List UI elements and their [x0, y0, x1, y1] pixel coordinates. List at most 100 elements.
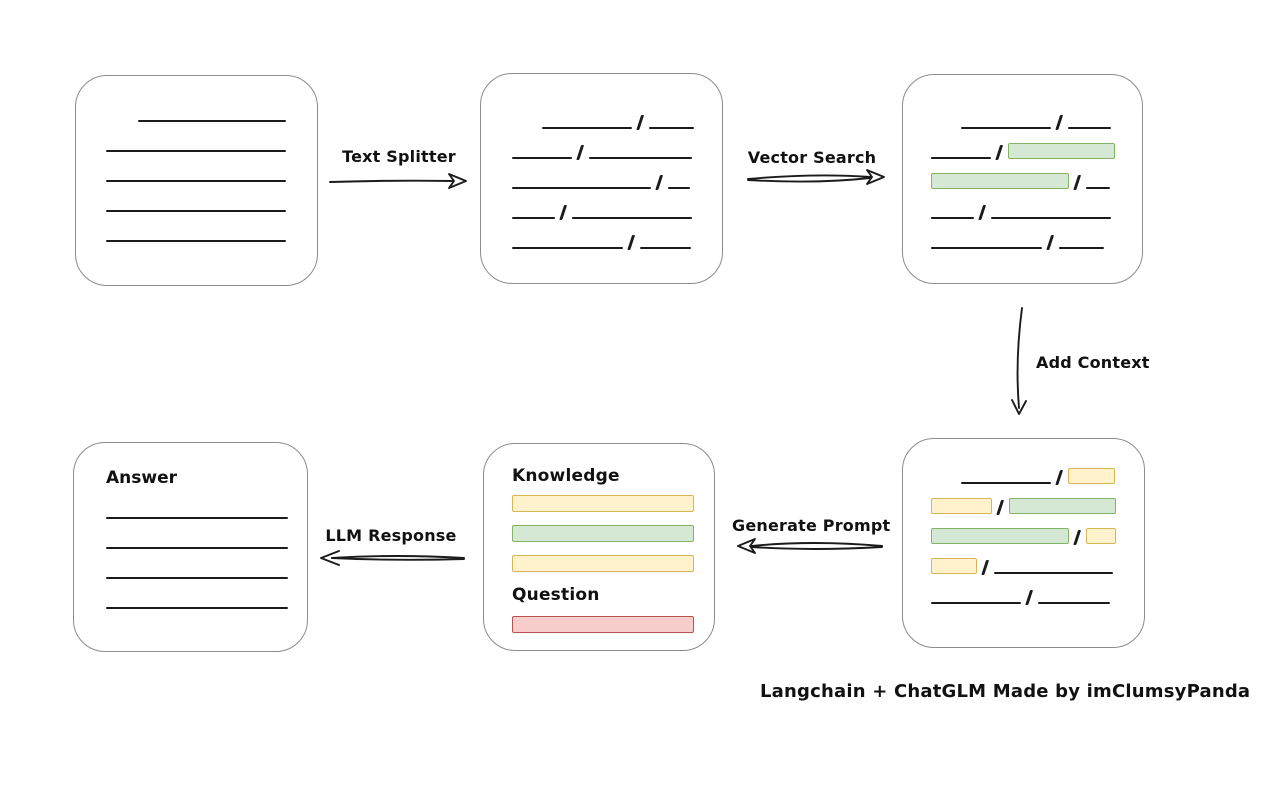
text-line [106, 150, 286, 152]
slash-separator [1055, 115, 1063, 130]
green-chunk [1007, 143, 1115, 159]
text-line-segment [588, 157, 692, 159]
text-line-segment [542, 127, 632, 129]
node-split-chunks [480, 73, 723, 284]
yellow-bar [512, 495, 694, 512]
answer-lines [106, 517, 288, 637]
text-line-segment [931, 157, 991, 159]
yellow-chunk [931, 498, 992, 514]
llm-response-label: LLM Response [325, 526, 457, 545]
text-line-segment [961, 127, 1051, 129]
chunk-row [931, 514, 1116, 545]
chunk-row [931, 574, 1115, 605]
question-label: Question [512, 585, 600, 605]
slash-separator [1073, 175, 1081, 190]
slash-separator [1025, 590, 1033, 605]
chunk-row [931, 189, 1115, 220]
text-line-segment [512, 187, 651, 189]
chunk-row [931, 544, 1115, 575]
chunk-row [931, 129, 1115, 160]
text-line-segment [667, 187, 690, 189]
llm-response-arrow [320, 550, 465, 566]
text-line-segment [931, 217, 974, 219]
vector-search-label: Vector Search [747, 148, 877, 167]
slash-separator [978, 205, 986, 220]
text-line-segment [961, 482, 1052, 484]
credit-caption: Langchain + ChatGLM Made by imClumsyPand… [760, 681, 1251, 702]
chunk-row [931, 484, 1116, 515]
chunk-row [512, 219, 696, 250]
text-line-segment [512, 217, 555, 219]
document-lines [106, 120, 286, 270]
text-line [106, 577, 288, 579]
context-chunk-rows [931, 454, 1116, 605]
chunk-row [931, 454, 1115, 485]
slash-separator [1055, 470, 1064, 485]
chunk-row [512, 189, 696, 220]
chunk-row [931, 99, 1115, 130]
node-answer: Answer [73, 442, 308, 652]
text-splitter-label: Text Splitter [342, 147, 456, 166]
slash-separator [627, 235, 635, 250]
slash-separator [636, 115, 644, 130]
text-line [106, 607, 288, 609]
yellow-chunk [1085, 528, 1116, 544]
text-line-segment [990, 217, 1111, 219]
yellow-chunk [1068, 468, 1115, 484]
yellow-bar [512, 555, 694, 572]
chunk-row [512, 159, 696, 190]
slash-separator [559, 205, 567, 220]
text-line-segment [1037, 602, 1110, 604]
green-chunk [931, 528, 1069, 544]
matched-chunk-rows [931, 99, 1115, 250]
chunk-row [931, 219, 1115, 250]
text-line-segment [648, 127, 694, 129]
text-line-segment [931, 602, 1021, 604]
green-chunk [1008, 498, 1116, 514]
text-line [106, 517, 288, 519]
chunk-row [512, 99, 696, 130]
slash-separator [655, 175, 663, 190]
generate-prompt-arrow [737, 538, 883, 554]
text-line-segment [571, 217, 692, 219]
slash-separator [981, 560, 989, 575]
node-matched-chunks [902, 74, 1143, 284]
add-context-label: Add Context [1036, 353, 1150, 372]
text-line-segment [512, 157, 572, 159]
text-line-segment [993, 572, 1113, 574]
text-line-segment [1058, 247, 1104, 249]
knowledge-label: Knowledge [512, 466, 620, 486]
text-line [138, 120, 286, 122]
text-line-segment [1067, 127, 1111, 129]
text-line [106, 547, 288, 549]
node-context-chunks [902, 438, 1145, 648]
text-line-segment [639, 247, 691, 249]
question-bars [512, 616, 696, 633]
slash-separator [1046, 235, 1054, 250]
slash-separator [1073, 530, 1081, 545]
split-chunk-rows [512, 99, 696, 250]
text-line-segment [512, 247, 623, 249]
slash-separator [995, 145, 1003, 160]
text-line [106, 210, 286, 212]
node-prompt: Knowledge Question [483, 443, 715, 651]
text-splitter-arrow [329, 173, 467, 189]
node-source-document [75, 75, 318, 286]
chunk-row [931, 159, 1115, 190]
yellow-chunk [931, 558, 977, 574]
vector-search-arrow [747, 169, 885, 185]
text-line [106, 180, 286, 182]
red-bar [512, 616, 694, 633]
answer-label: Answer [106, 468, 177, 488]
chunk-row [512, 129, 696, 160]
slash-separator [576, 145, 584, 160]
text-line-segment [1085, 187, 1110, 189]
text-line [106, 240, 286, 242]
add-context-arrow [1011, 307, 1027, 415]
prompt-body: Knowledge Question [512, 466, 696, 646]
text-line-segment [931, 247, 1042, 249]
knowledge-bars [512, 495, 696, 572]
generate-prompt-label: Generate Prompt [732, 516, 891, 535]
slash-separator [996, 500, 1004, 515]
